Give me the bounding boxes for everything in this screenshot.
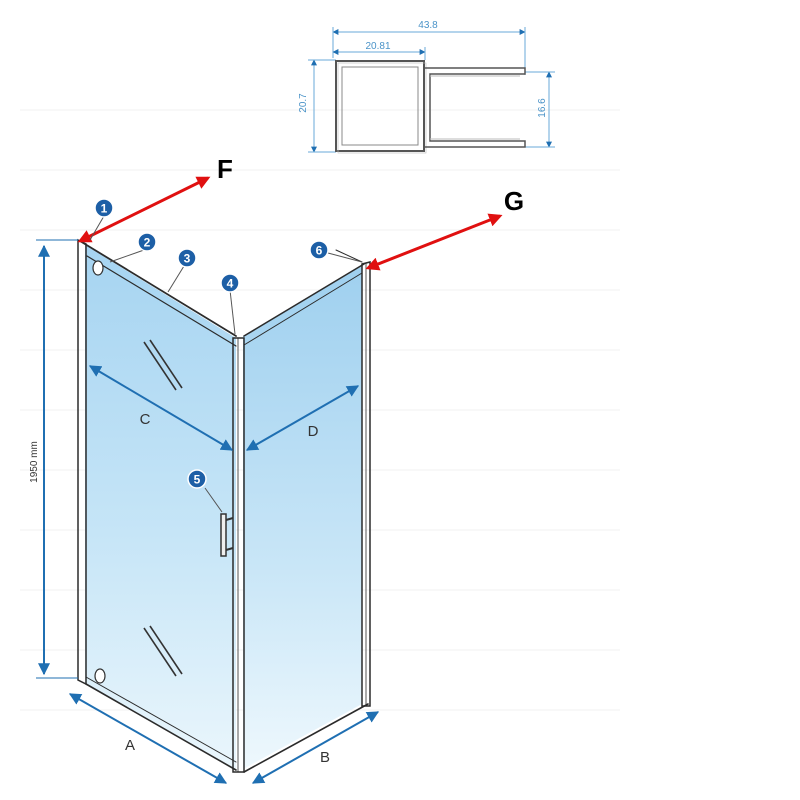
svg-text:3: 3 (184, 252, 191, 266)
profile-height-right: 16.6 (537, 98, 548, 118)
svg-text:5: 5 (194, 473, 201, 487)
arrow-label-f: F (217, 154, 233, 184)
svg-text:6: 6 (316, 244, 323, 258)
red-arrows (77, 176, 503, 271)
profile-width-inner: 20.81 (365, 41, 390, 52)
arrow-label-g: G (504, 186, 524, 216)
svg-text:1: 1 (101, 202, 108, 216)
shower-enclosure (77, 238, 371, 773)
door-handle (220, 513, 234, 557)
marker-4: 4 (220, 273, 240, 293)
marker-1: 1 (94, 198, 114, 218)
dimension-label-d: D (308, 423, 319, 440)
front-glass-door (85, 245, 236, 769)
dimension-label-c: C (140, 411, 151, 428)
dimension-label-a: A (125, 737, 135, 754)
marker-3: 3 (177, 248, 197, 268)
profile-height-left: 20.7 (298, 93, 309, 113)
top-hinge (92, 260, 104, 276)
part-markers: 1 2 3 4 5 6 (89, 198, 363, 513)
side-glass-panel (243, 266, 362, 769)
svg-text:2: 2 (144, 236, 151, 250)
marker-2: 2 (137, 232, 157, 252)
profile-cross-section: 43.8 20.81 20.7 16.6 (298, 20, 555, 154)
height-dimension-label: 1950 mm (29, 441, 40, 483)
bottom-hinge (94, 668, 106, 684)
profile-width-total: 43.8 (418, 20, 438, 31)
marker-5: 5 (187, 469, 207, 489)
dimension-label-b: B (320, 749, 330, 766)
svg-text:4: 4 (227, 277, 234, 291)
marker-6: 6 (309, 240, 329, 260)
dimension-lines (36, 239, 380, 784)
